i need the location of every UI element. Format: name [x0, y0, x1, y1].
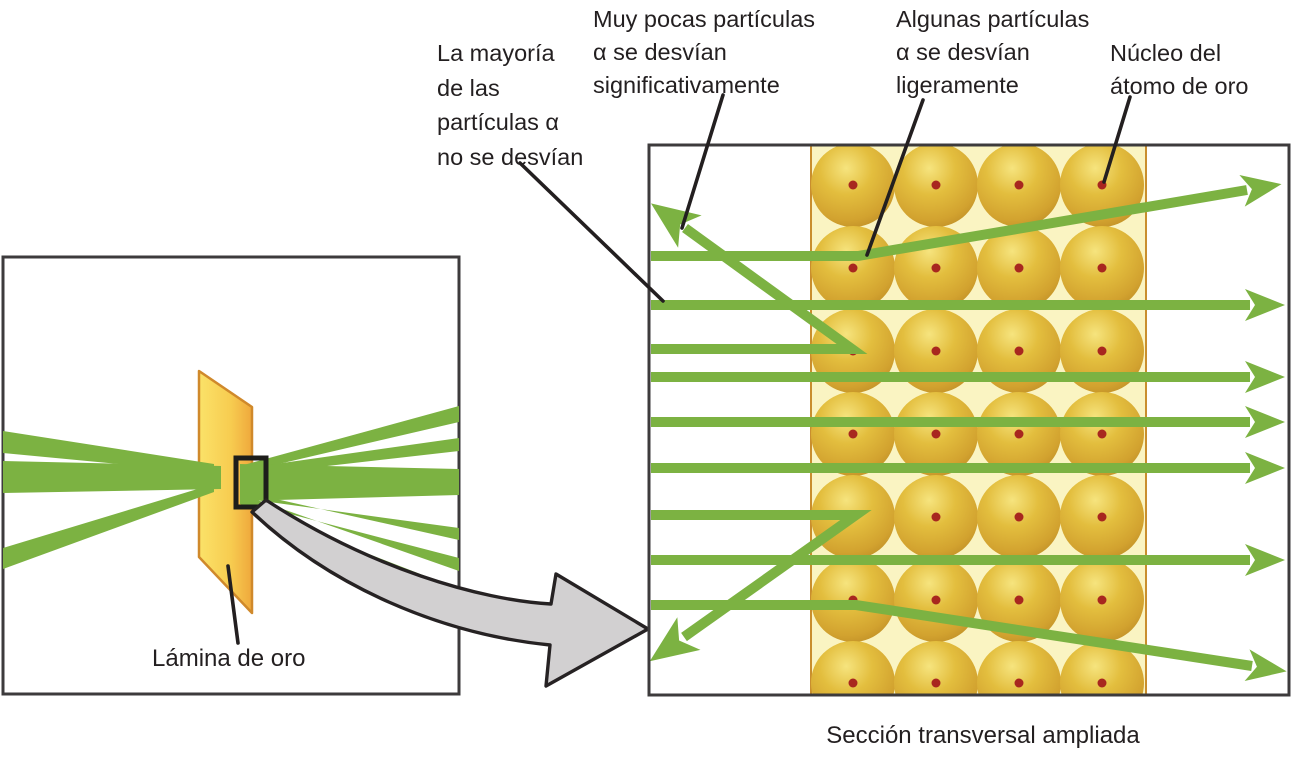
alpha-slightly-deflected-down — [651, 600, 1287, 682]
label-some-line3: ligeramente — [896, 72, 1019, 98]
gold-nucleus — [848, 263, 858, 273]
label-few-line1: Muy pocas partículas — [593, 6, 816, 32]
label-few-particles: Muy pocas partículas α se desvían signif… — [593, 3, 815, 102]
incoming-beam-lower — [3, 484, 214, 569]
gold-nucleus — [1014, 263, 1024, 273]
label-gold-foil: Lámina de oro — [152, 645, 306, 672]
label-gold-nucleus: Núcleo del átomo de oro — [1110, 37, 1248, 103]
label-few-line3: significativamente — [593, 72, 780, 98]
gold-nucleus — [1014, 678, 1024, 688]
gold-nucleus — [931, 180, 941, 190]
caption-enlarged-cross-section: Sección transversal ampliada — [826, 722, 1140, 749]
gold-nucleus — [1014, 429, 1024, 439]
gold-nucleus — [1097, 429, 1107, 439]
label-nucleus-line2: átomo de oro — [1110, 73, 1249, 99]
outgoing-beam-4 — [240, 491, 459, 540]
label-most-particles: La mayoría de las partículas α no se des… — [437, 36, 583, 174]
label-some-line1: Algunas partículas — [896, 6, 1090, 32]
gold-nucleus — [1097, 678, 1107, 688]
magnified-region-box — [233, 455, 269, 510]
incoming-beam-main — [3, 461, 221, 493]
right-panel — [518, 93, 1291, 697]
gold-nucleus — [848, 678, 858, 688]
gold-atom — [894, 641, 978, 695]
outgoing-beam-main — [240, 464, 459, 501]
label-most-line3: partículas α — [437, 109, 559, 135]
left-panel — [1, 255, 461, 696]
gold-nucleus — [931, 346, 941, 356]
incoming-alpha-beams — [3, 431, 221, 569]
right-panel-frame-overlay — [647, 143, 1291, 697]
nucleus-pointer-line — [1102, 95, 1132, 184]
label-some-particles: Algunas partículas α se desvían ligerame… — [896, 3, 1089, 102]
magnifier-arrow — [250, 498, 650, 688]
label-most-line4: no se desvían — [437, 143, 584, 170]
most-particles-pointer-line — [518, 161, 665, 303]
outgoing-beam-1 — [240, 406, 459, 473]
gold-nucleus — [848, 180, 858, 190]
label-few-line2: α se desvían — [593, 39, 727, 65]
gold-nucleus — [931, 678, 941, 688]
gold-nucleus — [931, 429, 941, 439]
alpha-backscattered — [650, 203, 868, 354]
gold-nucleus — [848, 429, 858, 439]
gold-nucleus — [931, 512, 941, 522]
gold-nucleus — [1097, 595, 1107, 605]
gold-nucleus — [931, 595, 941, 605]
gold-nucleus — [1097, 346, 1107, 356]
incoming-beam-upper — [3, 431, 214, 473]
gold-nucleus — [1097, 512, 1107, 522]
gold-nucleus — [1014, 346, 1024, 356]
gold-atom — [811, 641, 895, 695]
gold-nucleus — [1014, 512, 1024, 522]
alpha-deflected-back-down — [649, 510, 872, 662]
alpha-trajectories — [649, 175, 1287, 682]
gold-atom — [1060, 641, 1144, 695]
label-nucleus-line1: Núcleo del — [1110, 40, 1222, 66]
label-some-line2: α se desvían — [896, 39, 1030, 65]
foil-pointer-line — [226, 564, 240, 645]
outgoing-beam-5 — [240, 494, 459, 571]
gold-nucleus — [1014, 180, 1024, 190]
label-most-line2: de las — [437, 74, 500, 101]
gold-nucleus — [1014, 595, 1024, 605]
label-most-line1: La mayoría — [437, 40, 555, 66]
some-particles-pointer-line — [865, 98, 925, 257]
few-particles-pointer-line — [680, 93, 725, 230]
gold-nucleus — [931, 263, 941, 273]
gold-nucleus — [1097, 263, 1107, 273]
gold-atom — [977, 641, 1061, 695]
